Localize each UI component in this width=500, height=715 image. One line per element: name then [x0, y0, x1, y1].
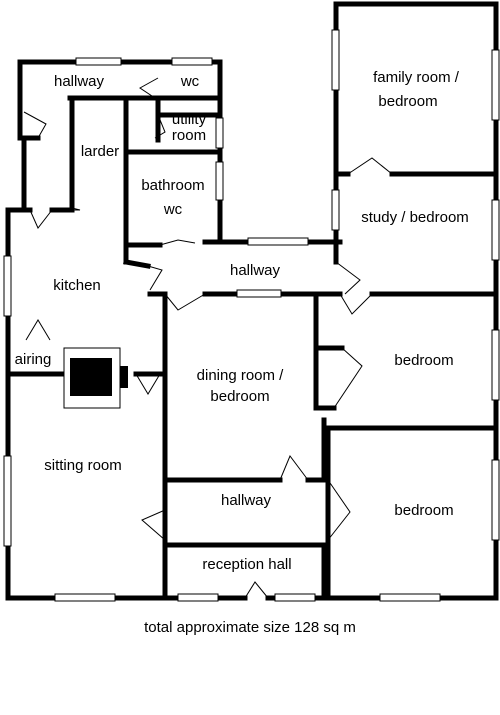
- door: [335, 261, 361, 295]
- room-label-study: study / bedroom: [361, 209, 469, 226]
- room-label-bathroom-2: wc: [163, 201, 183, 218]
- chimney-stove: [63, 347, 128, 409]
- window: [171, 57, 213, 66]
- window: [75, 57, 122, 66]
- door: [141, 509, 166, 541]
- room-labels: hallway wc utility room larder bathroom …: [15, 69, 469, 573]
- windows: [3, 29, 500, 602]
- door: [29, 209, 53, 229]
- doors: [23, 77, 393, 599]
- window: [491, 199, 500, 261]
- room-label-dining-2: bedroom: [210, 388, 269, 405]
- window: [491, 329, 500, 401]
- size-caption: total approximate size 128 sq m: [144, 619, 356, 636]
- door: [71, 207, 81, 211]
- room-label-family-1: family room /: [373, 69, 460, 86]
- room-label-utility-1: utility: [172, 111, 207, 128]
- door: [135, 373, 161, 395]
- window: [236, 289, 282, 298]
- door: [159, 239, 196, 246]
- window: [215, 117, 224, 149]
- door: [333, 347, 363, 409]
- door: [327, 479, 351, 541]
- window: [3, 455, 12, 547]
- room-label-hallway-mid: hallway: [230, 262, 281, 279]
- window: [274, 593, 316, 602]
- door: [25, 319, 51, 341]
- room-label-bedroom-1: bedroom: [394, 352, 453, 369]
- door: [23, 111, 47, 139]
- window: [177, 593, 219, 602]
- room-label-airing: airing: [15, 351, 52, 368]
- room-label-bedroom-2: bedroom: [394, 502, 453, 519]
- window: [3, 255, 12, 317]
- room-label-kitchen: kitchen: [53, 277, 101, 294]
- room-label-wc-top: wc: [180, 73, 200, 90]
- window: [215, 161, 224, 201]
- walls: [5, 1, 499, 601]
- room-label-hallway-low: hallway: [221, 492, 272, 509]
- window: [331, 29, 340, 91]
- room-label-utility-2: room: [172, 127, 206, 144]
- window: [331, 189, 340, 231]
- room-label-sitting: sitting room: [44, 457, 122, 474]
- door: [139, 77, 159, 99]
- door: [244, 581, 269, 599]
- window: [54, 593, 116, 602]
- door: [164, 293, 206, 311]
- door: [147, 265, 163, 291]
- room-label-dining-1: dining room /: [197, 367, 285, 384]
- window: [491, 49, 500, 121]
- door: [279, 455, 309, 481]
- door: [154, 114, 166, 139]
- room-label-family-2: bedroom: [378, 93, 437, 110]
- room-label-larder: larder: [81, 143, 119, 160]
- window: [379, 593, 441, 602]
- room-label-hallway-top: hallway: [54, 73, 105, 90]
- door: [347, 157, 393, 175]
- door: [339, 293, 373, 315]
- window: [247, 237, 309, 246]
- room-label-reception: reception hall: [202, 556, 291, 573]
- room-label-bathroom-1: bathroom: [141, 177, 204, 194]
- window: [491, 459, 500, 541]
